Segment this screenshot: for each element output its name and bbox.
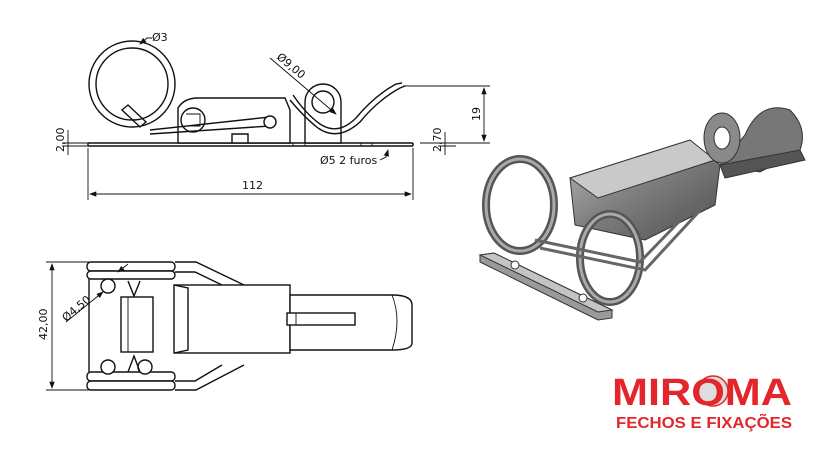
wire-ring-outer: [88, 40, 176, 128]
length-label: 112: [242, 179, 263, 192]
height-label: 19: [470, 107, 483, 121]
logo-tagline: FECHOS E FIXAÇÕES: [616, 412, 792, 432]
logo-name: MIROMA: [612, 372, 792, 414]
mount-holes-label: Ø5 2 furos: [320, 154, 378, 167]
isometric-render: [478, 107, 806, 321]
wire-diameter-label: Ø3: [152, 31, 168, 44]
plate-thickness-right-label: 2,70: [431, 128, 444, 153]
slot: [286, 312, 356, 326]
plate-thickness-left-label: 2,00: [54, 128, 67, 153]
slider: [173, 284, 291, 354]
spring-wire: [289, 82, 406, 135]
lug-hole: [311, 90, 335, 114]
globe-icon: [697, 375, 729, 407]
ring-diameter-label: Ø4,50: [60, 293, 94, 324]
side-view: Ø3 Ø9,00 19 2,70 2,00 Ø5 2 furos 112: [54, 31, 490, 200]
width-label: 42,00: [37, 309, 50, 341]
top-view: 42,00 Ø4,50: [37, 261, 413, 391]
miroma-logo: MIROMA FECHOS E FIXAÇÕES: [612, 372, 792, 432]
